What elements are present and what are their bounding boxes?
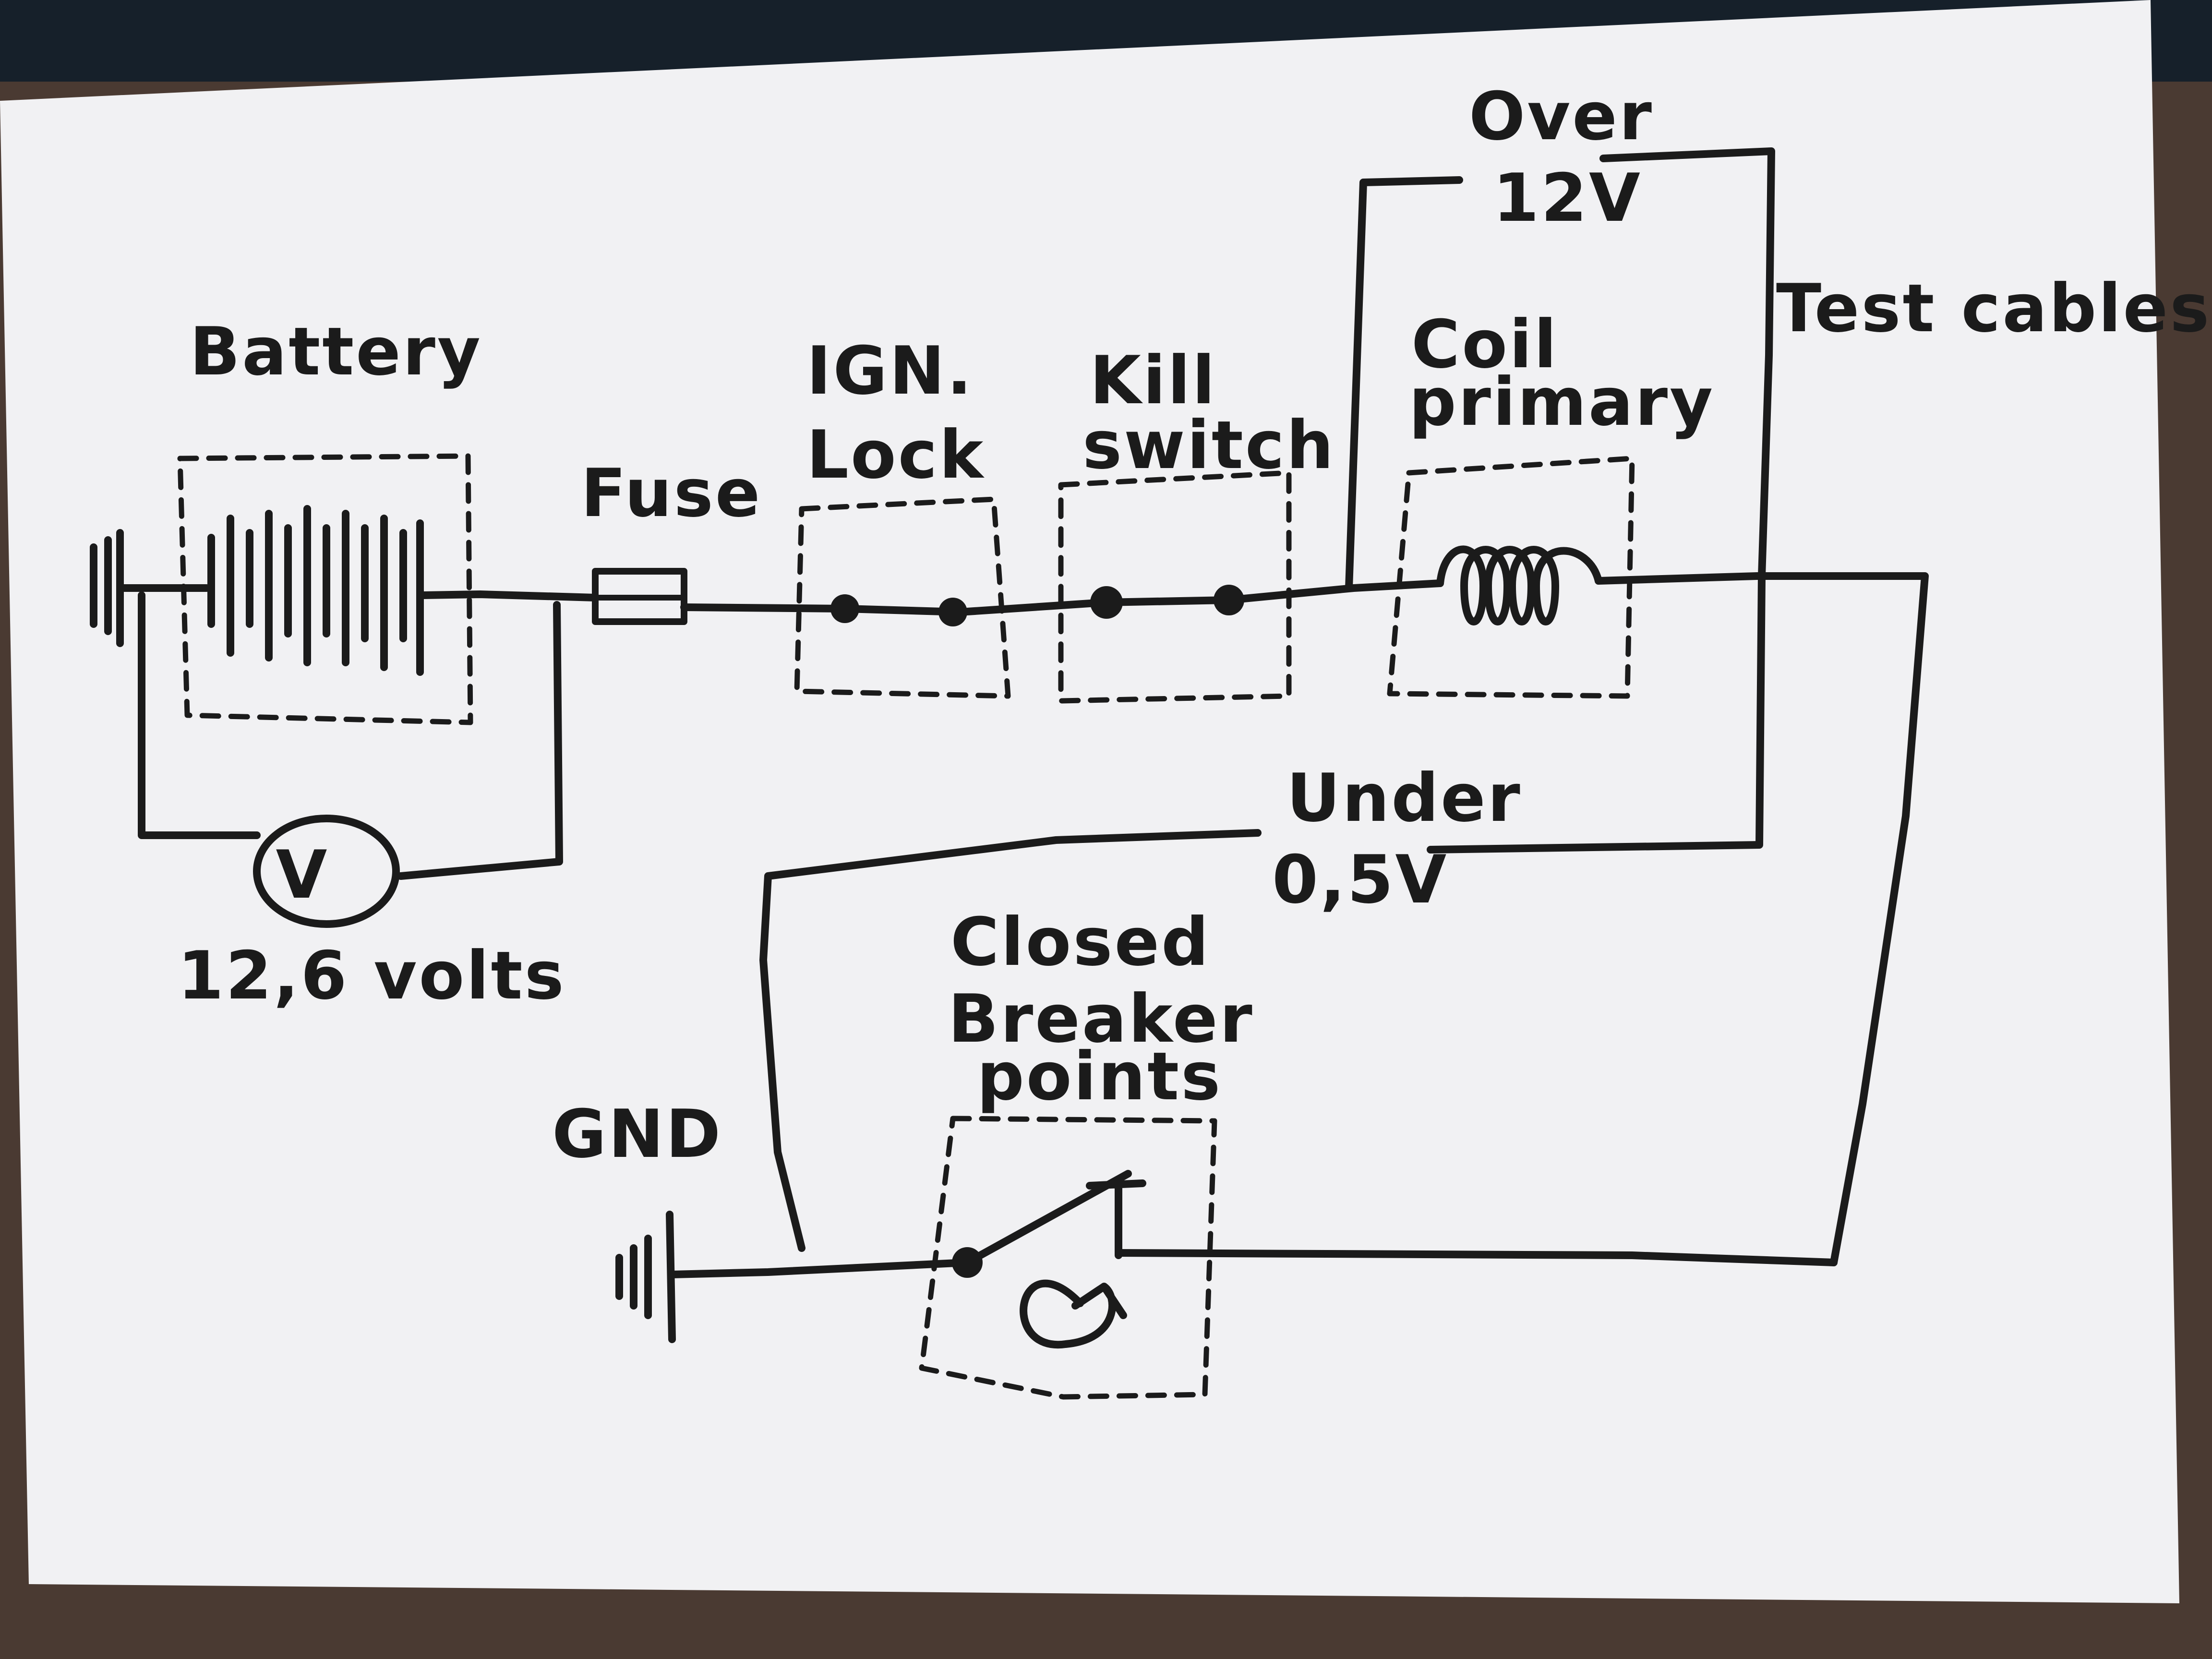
voltage-reading-label: 12,6 volts — [178, 937, 566, 1014]
over-label-line2: 12V — [1493, 159, 1642, 237]
coil-label-line1: Coil — [1411, 306, 1559, 383]
breaker-label-line2: Breaker — [948, 980, 1254, 1058]
ign-lock-label-line2: Lock — [806, 416, 985, 493]
under-label-line2: 0,5V — [1272, 841, 1448, 918]
breaker-label-line1: Closed — [950, 903, 1211, 981]
ign-lock-label-line1: IGN. — [806, 332, 974, 409]
wire-coil-to-breaker — [1595, 572, 1929, 1266]
gnd-label: GND — [552, 1095, 722, 1173]
coil-symbol — [1436, 545, 1602, 625]
wire-return-to-points — [1115, 1249, 1838, 1266]
kill-switch-dashed-box — [1058, 470, 1292, 704]
battery-symbol — [90, 505, 424, 676]
coil-dashed-box — [1387, 456, 1635, 699]
kill-switch-label-line2: switch — [1082, 407, 1335, 484]
contact-dots — [830, 585, 1244, 1278]
paper-sheet — [0, 0, 2179, 1603]
kill-contact-a — [1090, 586, 1123, 619]
breaker-contact — [1086, 1179, 1146, 1259]
battery-dashed-box — [177, 453, 473, 725]
test-cable-under — [759, 829, 1262, 1252]
voltmeter-symbol-label: V — [276, 836, 329, 914]
wire-meter-left — [138, 591, 261, 839]
kill-contact-b — [1214, 585, 1244, 615]
ign-contact-b — [938, 598, 967, 626]
breaker-label-line3: points — [977, 1038, 1222, 1115]
kill-switch-label-line1: Kill — [1090, 342, 1217, 419]
breaker-pivot — [952, 1247, 983, 1278]
wire-battery-to-fuse — [419, 590, 599, 601]
wire-ground-to-points — [668, 1259, 971, 1278]
over-label-line1: Over — [1469, 78, 1654, 155]
under-label-line1: Under — [1286, 759, 1522, 837]
coil-label-line2: primary — [1409, 363, 1715, 441]
test-cable-over-left — [1345, 176, 1463, 592]
ign-lock-dashed-box — [794, 496, 1011, 699]
cam-symbol — [1020, 1279, 1127, 1349]
ign-contact-a — [830, 594, 859, 623]
breaker-points-dashed-box — [919, 1116, 1217, 1400]
test-cable-over-right — [1427, 147, 1775, 854]
wire-meter-right — [397, 601, 563, 880]
voltmeter-symbol — [253, 815, 400, 928]
fuse-label: Fuse — [581, 455, 762, 532]
battery-label: Battery — [190, 313, 482, 390]
test-cables-label: Test cables — [1776, 270, 2211, 347]
